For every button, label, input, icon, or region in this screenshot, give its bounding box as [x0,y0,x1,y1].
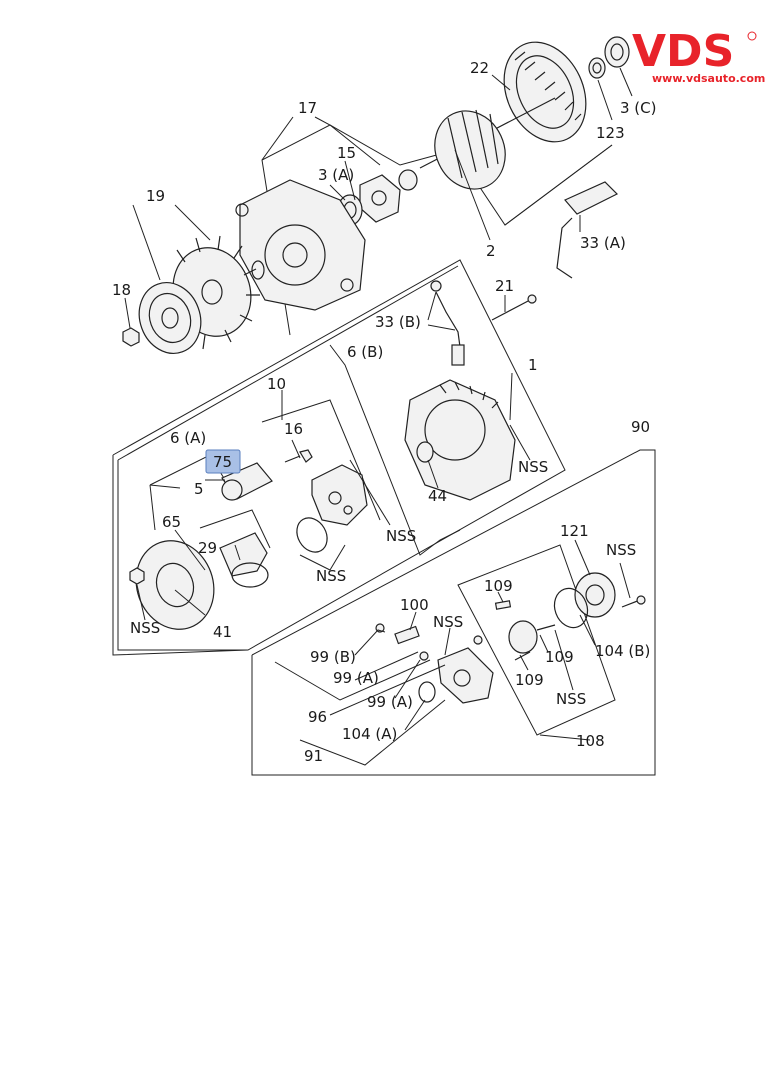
callout-109-top: 109 [484,577,513,595]
front-housing-part-17 [235,179,366,311]
callout-44: 44 [428,487,447,505]
connector-part-33b [430,280,465,366]
callout-99a-1: 99 (A) [333,669,379,687]
callout-22: 22 [470,59,489,77]
frame-rear-group [251,449,656,776]
leader-lines [124,67,633,766]
frame-housing-group [112,259,566,656]
callout-nss-housing: NSS [518,458,548,476]
nut-nss [129,567,145,585]
pin-part-109 [494,600,512,610]
cap-part-121 [574,572,616,618]
pulley-part [138,282,202,354]
callout-6a: 6 (A) [170,429,206,447]
callout-33b: 33 (B) [375,313,421,331]
stator-part-22 [503,41,587,143]
callout-99b: 99 (B) [310,648,356,666]
callout-5: 5 [194,480,204,498]
pump-rotor-part [508,620,556,661]
ring-part-99a [419,651,429,661]
callout-104a: 104 (A) [342,725,397,743]
plate-part-15 [359,174,401,223]
callout-90: 90 [631,418,650,436]
callout-10: 10 [267,375,286,393]
brush-holder-part-5 [221,462,273,501]
nut-part-18 [122,327,140,347]
bushing-part-44 [416,441,434,463]
frame-108-group [457,544,616,736]
vds-logo-text: VDS [632,26,734,77]
callout-109-bottom: 109 [515,671,544,689]
seal-ring-part [296,517,328,553]
bracket-part-29 [219,532,269,588]
callout-104b: 104 (B) [595,642,650,660]
frame-6b-group [329,344,461,556]
bolt-nss-pump [473,635,483,645]
callout-109-right: 109 [545,648,574,666]
callout-108: 108 [576,732,605,750]
callout-nss-rear-bolt: NSS [606,541,636,559]
callout-2: 2 [486,242,496,260]
cover-part-41 [135,540,215,630]
frame-6a-group2 [199,509,271,549]
pump-body-part-96 [437,647,494,704]
callout-nss-pump: NSS [433,613,463,631]
callout-nss-108: NSS [556,690,586,708]
callout-nss-seal: NSS [316,567,346,585]
screw-part-16 [284,449,313,463]
highlight-box-75[interactable] [205,449,241,474]
callout-29: 29 [198,539,217,557]
valve-part-100 [375,623,420,645]
bearing-part-3c [604,36,630,68]
regulator-part-10 [311,464,368,526]
callout-nss-nut: NSS [130,619,160,637]
oring-part-104a [418,681,436,703]
callout-75[interactable]: 75 [213,453,232,471]
callout-33a: 33 (A) [580,234,626,252]
callout-100: 100 [400,596,429,614]
frame-housing-group-inner2 [117,460,248,651]
bolt-part-21 [491,294,537,321]
callout-121: 121 [560,522,589,540]
callout-19: 19 [146,187,165,205]
vds-url: www.vdsauto.com [652,72,765,85]
callout-21: 21 [495,277,514,295]
callout-96: 96 [308,708,327,726]
callout-16: 16 [284,420,303,438]
washer-part-123 [588,57,606,79]
frame-housing-group-inner [117,265,459,461]
callout-91: 91 [304,747,323,765]
callout-15: 15 [337,144,356,162]
rear-housing-part-1 [404,379,516,501]
connector-part-33a [556,181,619,279]
rotor-part-2 [398,97,556,191]
callout-123: 123 [596,124,625,142]
callout-17: 17 [298,99,317,117]
callout-41: 41 [213,623,232,641]
vds-logo: VDS www.vdsauto.com [632,26,765,85]
callout-1: 1 [528,356,538,374]
callout-65: 65 [162,513,181,531]
callout-3c: 3 (C) [620,99,657,117]
callout-18: 18 [112,281,131,299]
bolt-nss-rear [621,595,646,608]
callout-6b: 6 (B) [347,343,383,361]
callout-nss-regulator: NSS [386,527,416,545]
oring-part-104b [553,587,589,629]
callout-3a: 3 (A) [318,166,354,184]
spacer-ring [251,260,265,280]
callout-99a-2: 99 (A) [367,693,413,711]
